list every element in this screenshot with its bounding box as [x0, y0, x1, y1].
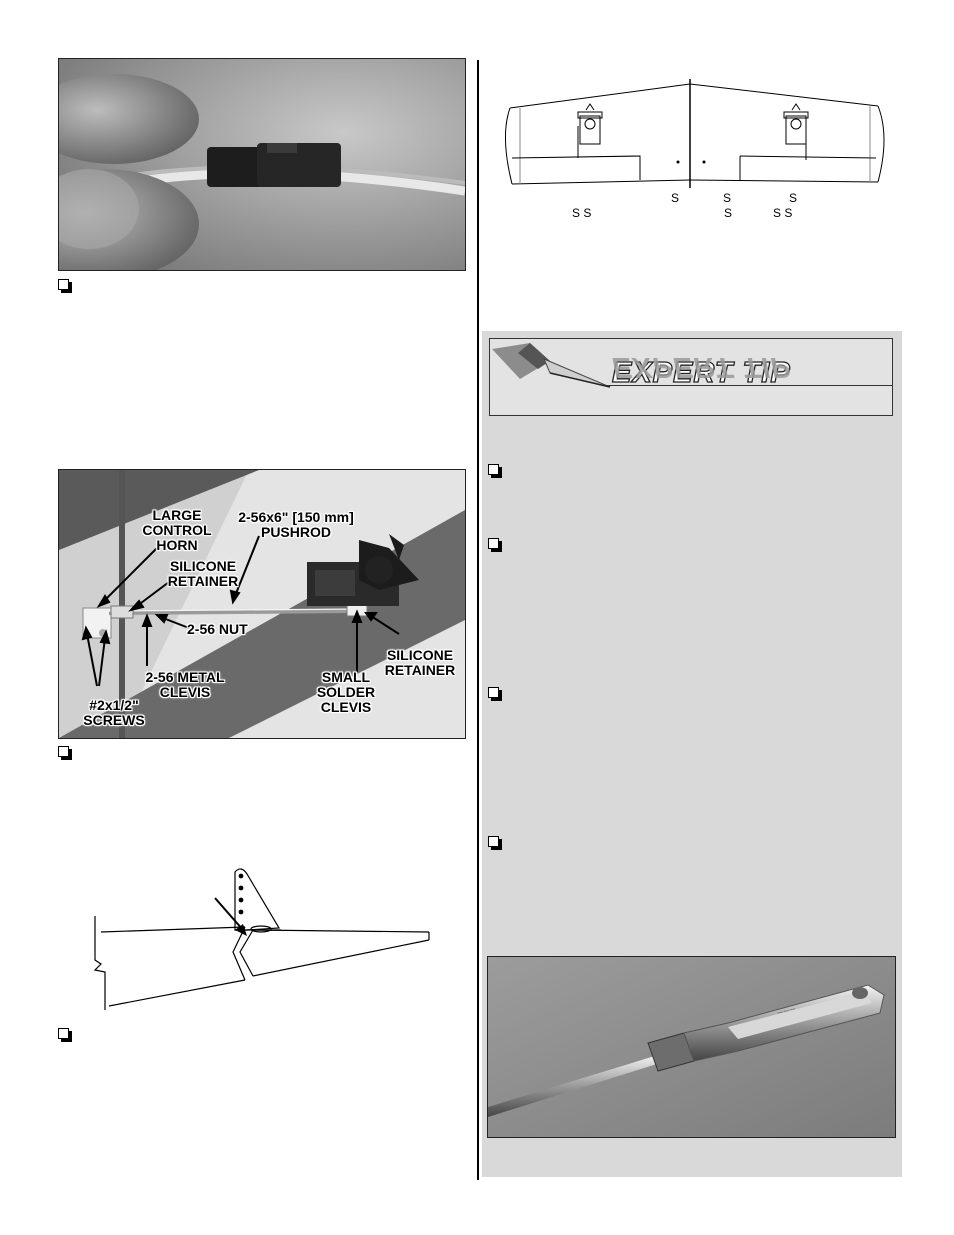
- pushrod-assembly-illustration: [59, 470, 465, 738]
- wing-label-6: S S: [773, 206, 793, 220]
- tip-checkbox-1[interactable]: [488, 464, 502, 478]
- wing-label-1: S: [671, 191, 680, 205]
- svg-text:~~~: ~~~: [776, 1003, 798, 1020]
- callout-large-control-horn: LARGE CONTROL HORN: [142, 507, 212, 553]
- wing-label-2: S: [723, 191, 732, 205]
- clevis-photo: ~~~: [487, 956, 896, 1138]
- callout-nut: 2-56 NUT: [187, 621, 248, 637]
- hobby-knife-icon: [492, 343, 611, 388]
- tip-checkbox-4[interactable]: [488, 836, 502, 850]
- wing-label-3: S: [789, 191, 798, 205]
- callout-small-solder-clevis: SMALL SOLDER CLEVIS: [316, 669, 376, 715]
- servo-lead-photo: [58, 58, 466, 271]
- expert-tip-title-reflection: EXPERT TIP: [612, 357, 791, 383]
- wing-label-5: S: [724, 206, 733, 220]
- servo-lead-illustration: [59, 59, 465, 270]
- column-divider: [477, 60, 479, 1180]
- tip-checkbox-2[interactable]: [488, 538, 502, 552]
- step-checkbox-3[interactable]: [58, 1028, 72, 1042]
- callout-silicone-retainer-top: SILICONE RETAINER: [167, 558, 239, 589]
- wing-label-4: S S: [572, 206, 592, 220]
- tip-checkbox-3[interactable]: [488, 687, 502, 701]
- expert-tip-panel: EXPERT TIP EXPERT TIP: [482, 331, 902, 1177]
- callout-metal-clevis: 2-56 METAL CLEVIS: [145, 669, 225, 700]
- callout-arrows: [81, 535, 400, 687]
- expert-tip-title: EXPERT TIP: [611, 356, 791, 389]
- callout-screws: #2x1/2" SCREWS: [83, 697, 145, 728]
- expert-tip-banner: EXPERT TIP EXPERT TIP: [489, 338, 893, 416]
- clevis-illustration: ~~~: [488, 957, 895, 1137]
- wing-diagram: [504, 79, 885, 188]
- step-checkbox-1[interactable]: [58, 279, 72, 293]
- step-checkbox-2[interactable]: [58, 746, 72, 760]
- callout-pushrod: 2-56x6" [150 mm] PUSHROD: [238, 509, 354, 540]
- callout-silicone-retainer-bottom: SILICONE RETAINER: [384, 647, 456, 678]
- control-horn-diagram: [93, 868, 430, 1010]
- pushrod-assembly-photo: LARGE CONTROL HORN 2-56x6" [150 mm] PUSH…: [58, 469, 466, 739]
